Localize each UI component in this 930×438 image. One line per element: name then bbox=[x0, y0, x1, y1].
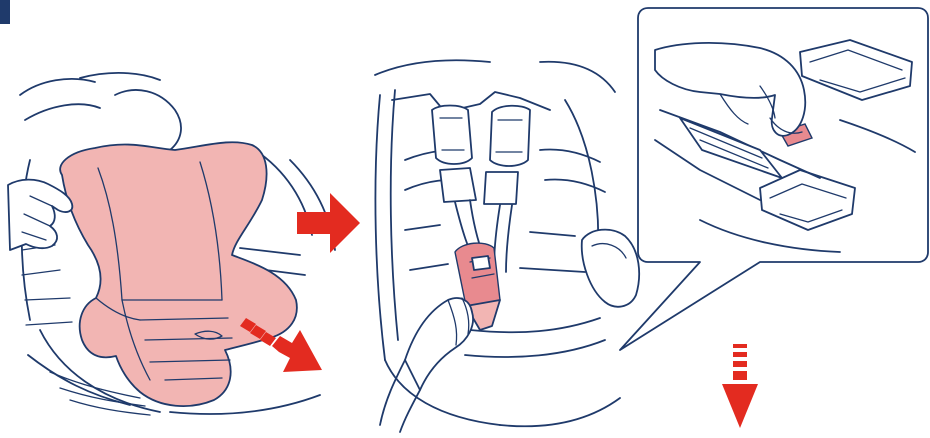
shoulder-pad-left bbox=[432, 106, 476, 203]
hand-icon bbox=[8, 180, 72, 250]
panel-buckle-release bbox=[375, 60, 639, 432]
seat-insert bbox=[60, 142, 297, 406]
panel-insert-removal bbox=[8, 73, 335, 415]
step-arrow-icon bbox=[297, 193, 360, 253]
panel-callout bbox=[620, 8, 928, 350]
corner-marker-icon bbox=[0, 0, 10, 24]
shoulder-pad-right bbox=[484, 106, 530, 204]
hand-icon bbox=[380, 298, 473, 432]
down-arrow-icon bbox=[722, 344, 758, 428]
strap-right-edge bbox=[506, 205, 512, 272]
armrest-right bbox=[582, 230, 639, 307]
